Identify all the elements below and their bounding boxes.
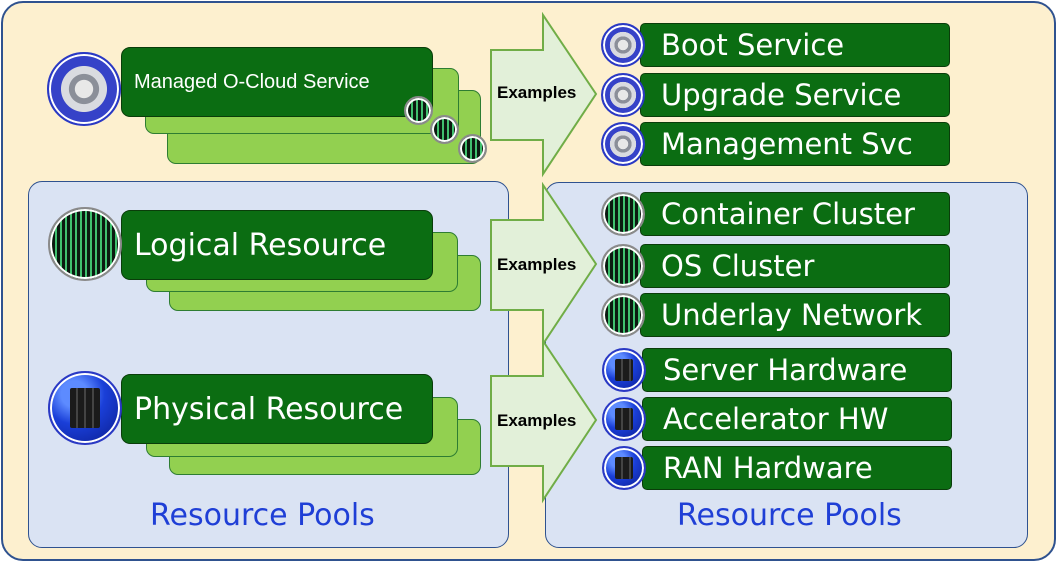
example-box: Management Svc	[640, 122, 950, 166]
matrix-icon	[601, 192, 645, 236]
gear-icon	[47, 52, 121, 126]
examples-label: Examples	[497, 411, 577, 430]
matrix-icon	[404, 96, 433, 125]
examples-label: Examples	[497, 83, 577, 102]
examples-arrow-service	[490, 12, 598, 178]
matrix-icon	[430, 115, 459, 144]
managed-ocloud-service-box: Managed O-Cloud Service	[121, 47, 433, 117]
physical-resource-box: Physical Resource	[121, 374, 433, 444]
server-icon	[602, 397, 646, 441]
logical-resource-box: Logical Resource	[121, 210, 433, 280]
gear-icon	[601, 73, 645, 117]
logical-resource-label: Logical Resource	[134, 227, 387, 263]
server-icon	[602, 348, 646, 392]
example-box: Boot Service	[640, 23, 950, 67]
example-box: RAN Hardware	[642, 446, 952, 490]
server-icon	[602, 446, 646, 490]
example-box: OS Cluster	[640, 244, 950, 288]
example-box: Container Cluster	[640, 192, 950, 236]
gear-icon	[601, 23, 645, 67]
matrix-icon	[48, 207, 122, 281]
examples-label: Examples	[497, 255, 577, 274]
examples-arrow-physical	[490, 338, 598, 504]
gear-icon	[601, 122, 645, 166]
example-box: Upgrade Service	[640, 73, 950, 117]
example-box: Server Hardware	[642, 348, 952, 392]
example-box: Underlay Network	[640, 293, 950, 337]
matrix-icon	[601, 244, 645, 288]
matrix-icon	[458, 134, 487, 163]
matrix-icon	[601, 293, 645, 337]
physical-resource-label: Physical Resource	[134, 391, 404, 427]
examples-arrow-logical	[490, 182, 598, 348]
left-pool-label: Resource Pools	[150, 498, 375, 533]
right-pool-label: Resource Pools	[677, 498, 902, 533]
example-box: Accelerator HW	[642, 397, 952, 441]
managed-ocloud-service-label: Managed O-Cloud Service	[134, 70, 370, 93]
server-icon	[48, 371, 122, 445]
